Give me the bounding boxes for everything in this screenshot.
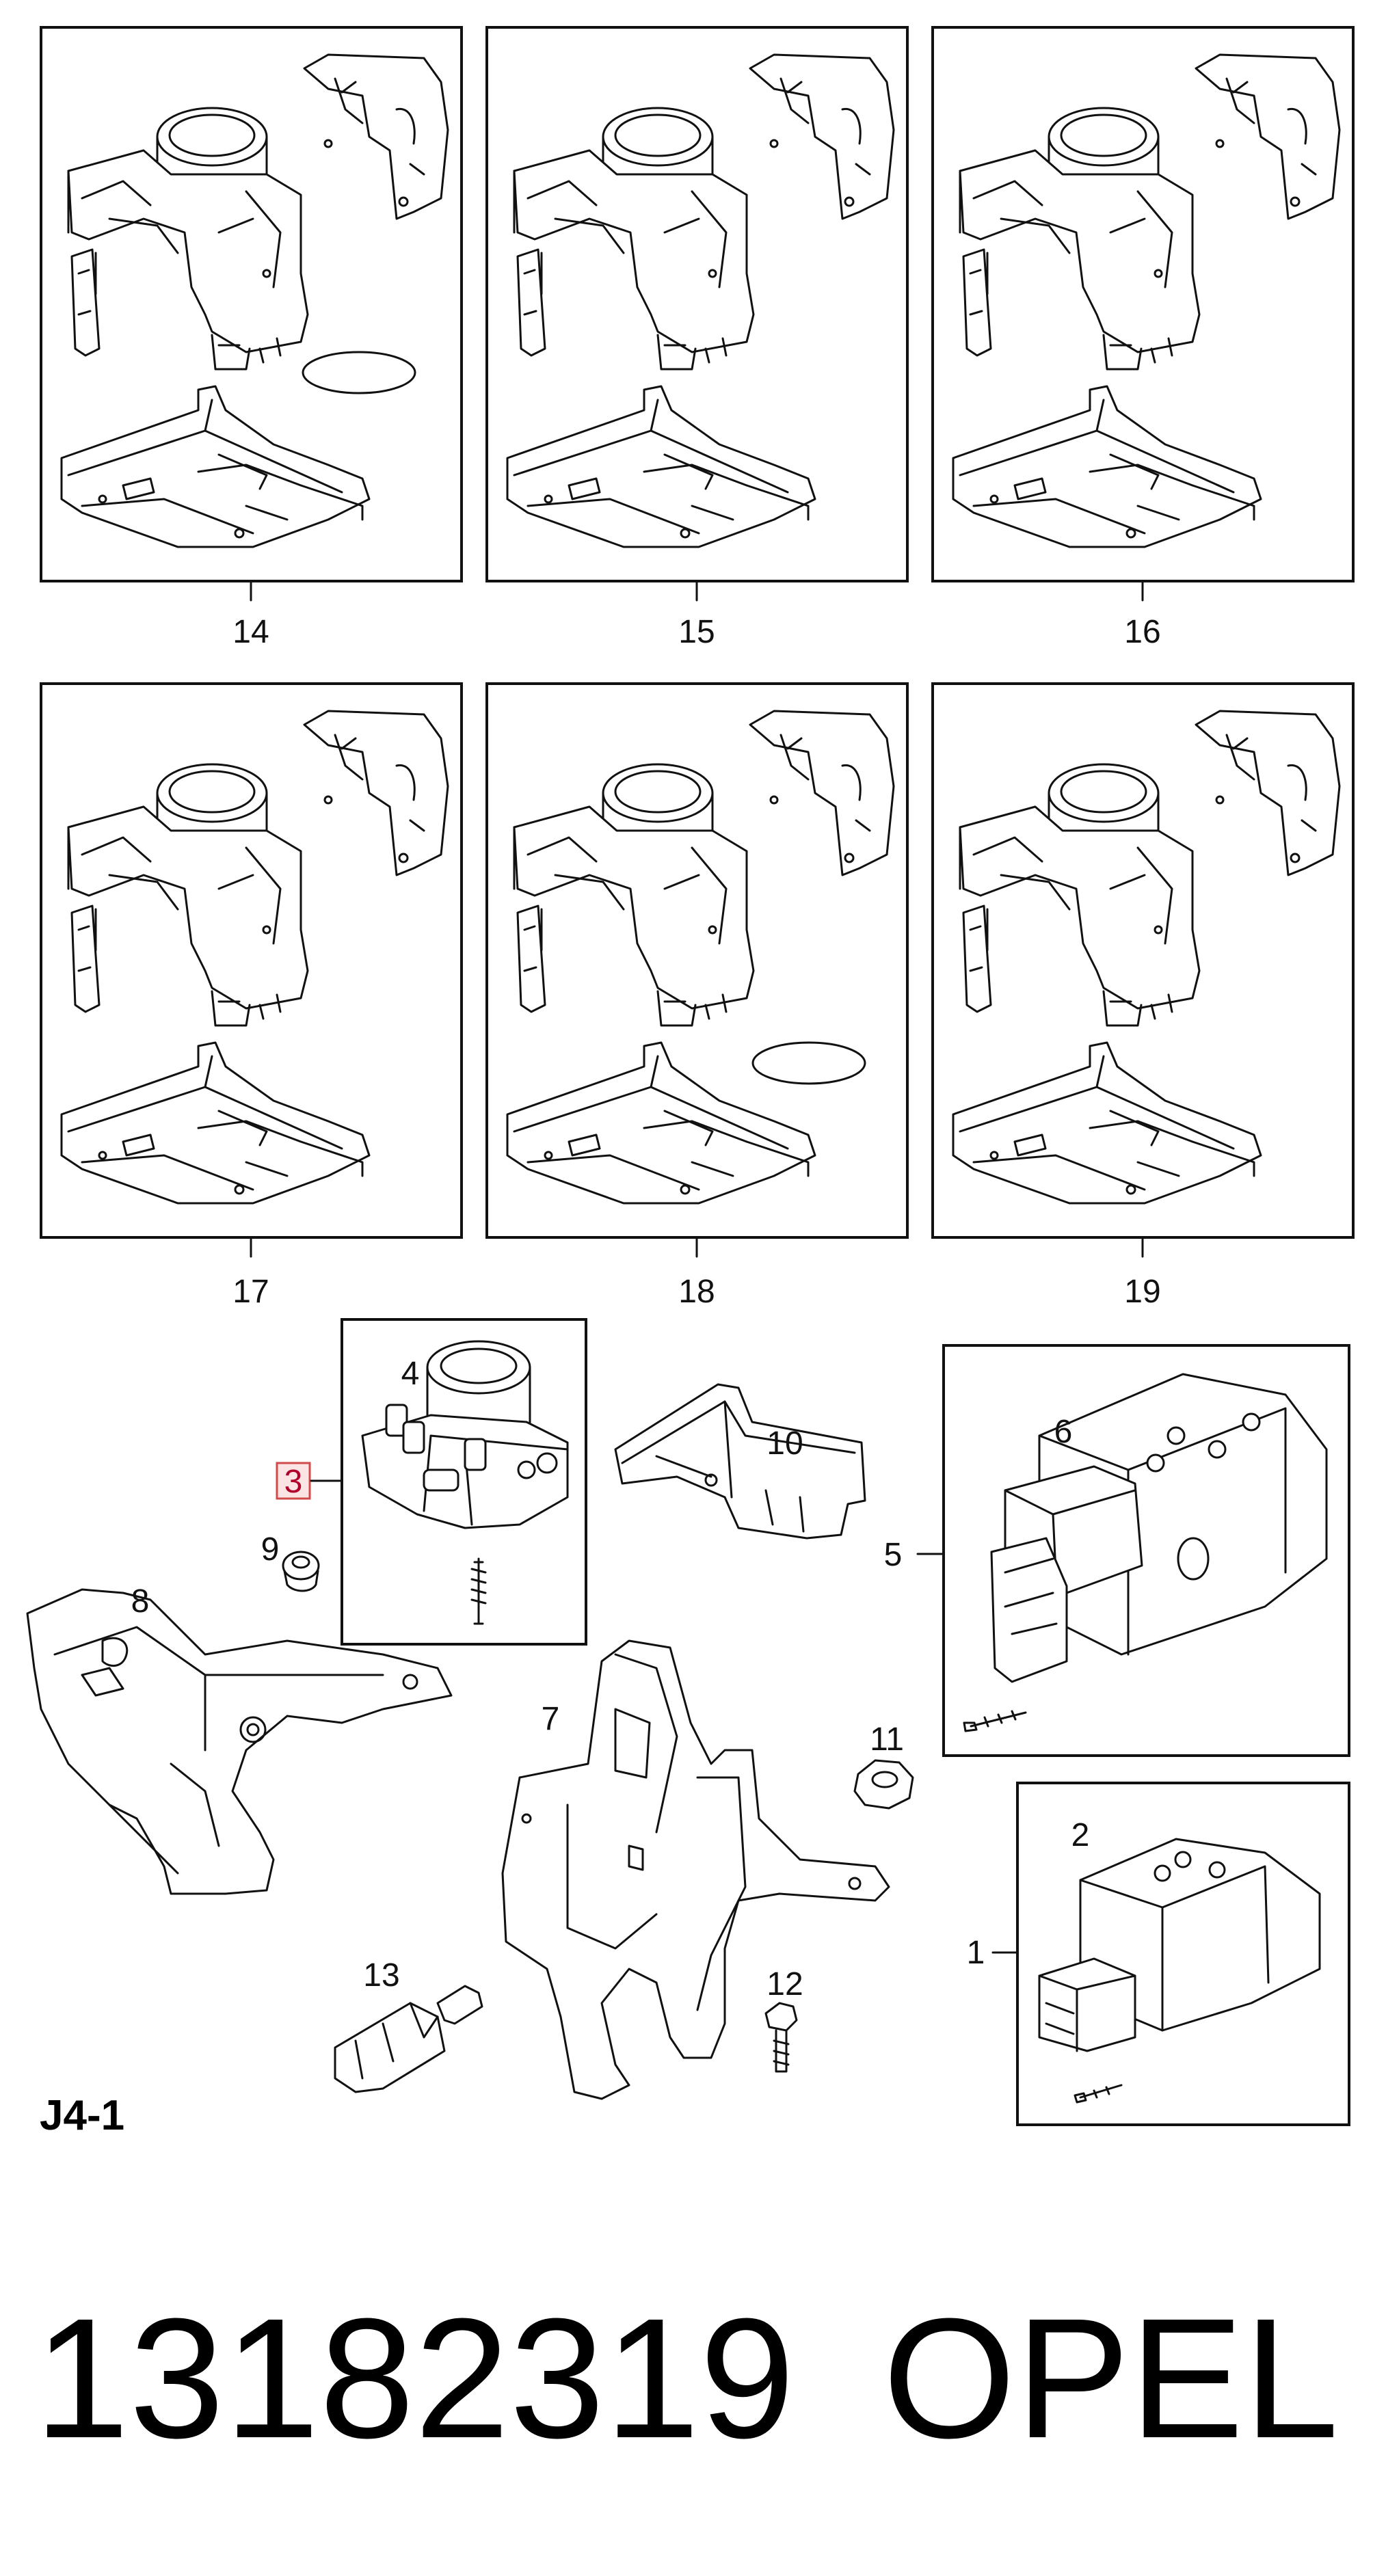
sheet-id: J4-1 — [40, 2092, 124, 2139]
nut-11: 11 — [853, 1721, 914, 1810]
modulator-assembly-3-4: 4 3 — [276, 1318, 587, 1646]
kit-label: 14 — [232, 614, 269, 650]
brand-name: OPEL — [883, 2283, 1339, 2473]
grommet-9: 9 — [261, 1531, 320, 1592]
callout-7: 7 — [542, 1701, 560, 1737]
callout-12: 12 — [767, 1966, 803, 2002]
callout-3-highlight — [276, 1462, 311, 1500]
callout-9: 9 — [261, 1531, 280, 1568]
kit-16: 16 — [931, 26, 1355, 650]
part-number: 13182319 — [34, 2283, 795, 2473]
callout-3: 3 — [284, 1464, 303, 1500]
gasket-ring — [302, 351, 416, 394]
callout-4: 4 — [401, 1356, 420, 1392]
callout-6: 6 — [1054, 1414, 1073, 1450]
callout-10: 10 — [767, 1425, 803, 1462]
kit-19: 19 — [931, 682, 1355, 1310]
callout-5: 5 — [884, 1537, 903, 1573]
gasket-ring — [751, 1041, 866, 1085]
kit-label: 16 — [1124, 614, 1160, 650]
sensor-13: 13 — [334, 1957, 483, 2093]
bolt-12: 12 — [764, 1966, 803, 2073]
kit-17: 17 — [40, 682, 463, 1310]
bracket-7: 7 — [501, 1639, 890, 2100]
kit-15: 15 — [485, 26, 909, 650]
callout-1: 1 — [967, 1935, 985, 1971]
kit-label: 17 — [232, 1274, 269, 1310]
kit-label: 15 — [678, 614, 715, 650]
callout-11: 11 — [870, 1721, 904, 1758]
kit-14: 14 — [40, 26, 463, 650]
bracket-10: 10 — [614, 1383, 866, 1540]
assembly-5-6: 6 5 — [884, 1344, 1350, 1757]
callout-8: 8 — [131, 1583, 150, 1620]
kit-label: 18 — [678, 1274, 715, 1310]
callout-2: 2 — [1071, 1817, 1090, 1853]
bracket-8: 8 — [26, 1583, 453, 1895]
assembly-1-2: 2 1 — [967, 1782, 1350, 2126]
callout-13: 13 — [363, 1957, 399, 1994]
kit-18: 18 — [485, 682, 909, 1310]
kit-label: 19 — [1124, 1274, 1160, 1310]
